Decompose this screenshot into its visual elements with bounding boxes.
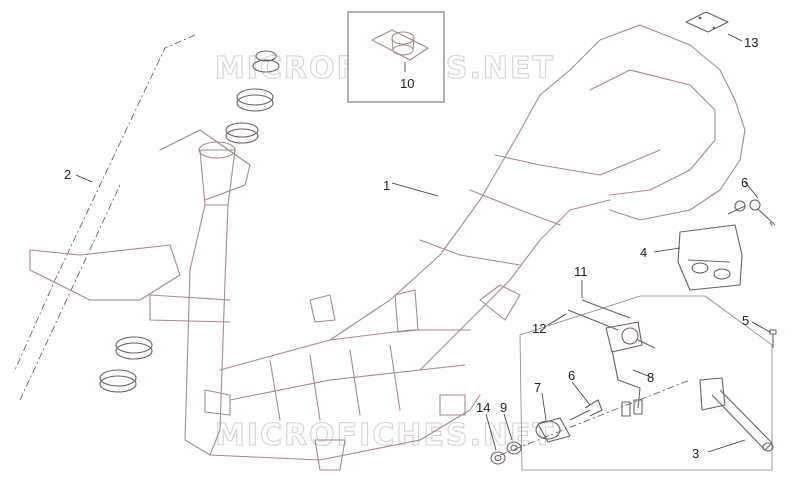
callout-2: 2 (64, 167, 71, 182)
scooter-frame (29, 24, 746, 471)
callout-3: 3 (692, 446, 699, 461)
callout-10: 10 (400, 76, 414, 91)
steering-axis-line-2 (19, 184, 121, 401)
callout-7: 7 (534, 380, 541, 395)
part-14-washer (490, 451, 506, 465)
callout-11: 11 (574, 264, 588, 279)
part-6-key-bottom (569, 399, 603, 421)
callout-6-keys: 6 (741, 175, 748, 190)
callout-12: 12 (532, 321, 546, 336)
callout-9: 9 (500, 400, 507, 415)
inset-box-part-10 (347, 11, 445, 103)
callout-6-key: 6 (568, 368, 575, 383)
part-9-washer (506, 441, 522, 455)
leader-lines (75, 174, 771, 453)
callout-5: 5 (742, 313, 749, 328)
callout-4: 4 (640, 245, 647, 260)
callout-14: 14 (476, 400, 490, 415)
callout-8: 8 (647, 370, 654, 385)
steering-bearings (99, 50, 280, 393)
part-7-lock-barrel (535, 417, 571, 443)
part-8-solenoid (605, 321, 656, 417)
callout-13: 13 (744, 35, 758, 50)
callout-1: 1 (383, 178, 390, 193)
part-5-screw (769, 329, 777, 348)
part-6-keys (727, 199, 776, 227)
part-3-lock-body (699, 377, 774, 452)
steering-axis-line (14, 34, 196, 371)
lock-axis-line (499, 379, 691, 456)
watermark-bottom: MICROFICHES.NET (215, 418, 555, 453)
part-4-lock-kit (677, 224, 743, 291)
part-13-plate (685, 11, 743, 42)
lock-assembly-box (519, 295, 773, 471)
part-11-12-screws (567, 299, 631, 331)
